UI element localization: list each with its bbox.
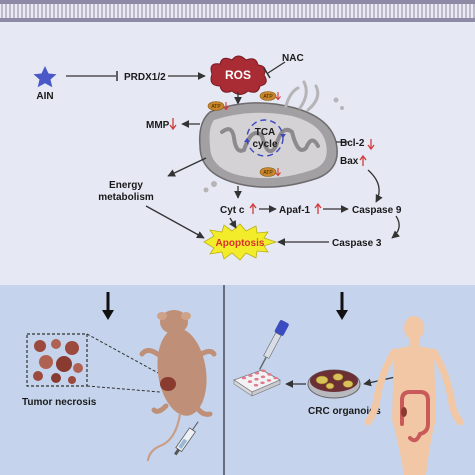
colon-icon [400, 390, 430, 443]
cytc-label: Cyt c [220, 205, 245, 216]
caspase9-caspase3-arrow [391, 215, 400, 239]
nac-label: NAC [282, 53, 304, 64]
tca-label-line2: cycle [252, 139, 277, 150]
ain-label: AIN [36, 91, 53, 102]
ros-burst-icon [210, 55, 267, 95]
tca-cycle-icon [244, 119, 286, 157]
up-arrow-icon [249, 202, 257, 214]
syringe-icon [174, 421, 199, 456]
apaf1-label: Apaf-1 [279, 205, 311, 216]
down-arrow-icon [336, 292, 348, 320]
petri-dish-icon [307, 369, 361, 399]
crc-organoids-label: CRC organoids [308, 406, 381, 417]
mitochondrion-icon [198, 80, 344, 193]
atp-badge-icon: ATP [259, 167, 281, 177]
svg-text:ATP: ATP [263, 170, 273, 176]
caspase3-label: Caspase 3 [332, 238, 382, 249]
tumor-tissue-icon [26, 333, 88, 387]
up-arrow-icon [314, 202, 322, 214]
down-arrow-icon [367, 139, 375, 151]
nac-inhibit-arrow [267, 61, 286, 74]
cytc-apoptosis-arrow [229, 217, 237, 229]
atp-badge-icon: ATP [259, 91, 281, 101]
bax-label: Bax [340, 156, 359, 167]
bcl2-label: Bcl-2 [340, 138, 365, 149]
human-figure-icon [364, 316, 464, 475]
mmp-label: MMP [146, 120, 170, 131]
ros-label: ROS [225, 68, 251, 82]
apoptosis-burst-icon [203, 223, 278, 261]
svg-text:ATP: ATP [211, 104, 221, 110]
prdx-label: PRDX1/2 [124, 72, 166, 83]
mito-energy-arrow [167, 157, 207, 177]
pipette-icon [259, 320, 289, 370]
caspase9-label: Caspase 9 [352, 205, 402, 216]
energy-label-line1: Energy [109, 180, 143, 191]
svg-text:ATP: ATP [263, 94, 273, 100]
star-icon [33, 66, 57, 88]
apoptosis-label: Apoptosis [216, 238, 265, 249]
tumor-necrosis-label: Tumor necrosis [22, 397, 97, 408]
down-arrow-icon [169, 118, 177, 131]
down-arrow-icon [102, 292, 114, 320]
mouse-icon [139, 310, 217, 462]
atp-badge-icon: ATP [207, 101, 229, 111]
bax-caspase9-arrow [367, 169, 383, 203]
energy-apoptosis-arrow [145, 205, 205, 239]
well-plate-icon [233, 369, 281, 397]
tca-label-line1: TCA [255, 127, 276, 138]
up-arrow-icon [359, 154, 367, 166]
cell-membrane [0, 0, 475, 22]
energy-label-line2: metabolism [98, 192, 154, 203]
